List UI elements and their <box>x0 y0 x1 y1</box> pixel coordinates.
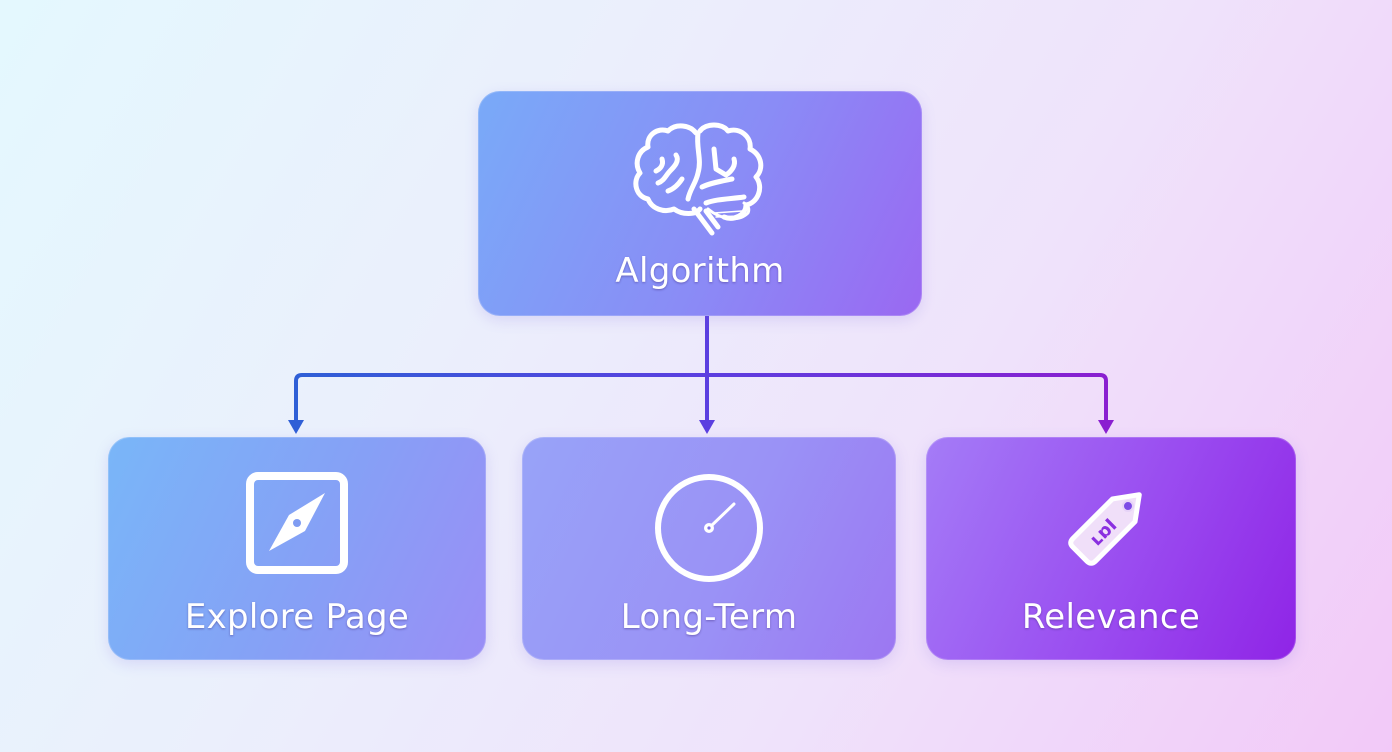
horizontal-bus <box>294 373 1108 422</box>
compass-icon <box>245 471 349 575</box>
gauge-icon <box>652 471 766 585</box>
node-relevance: ʟɒI Relevance <box>926 437 1296 660</box>
node-label: Long-Term <box>620 597 798 637</box>
arrow-head-right <box>1098 420 1114 434</box>
node-label: Algorithm <box>615 251 785 291</box>
node-algorithm: Algorithm <box>478 91 922 316</box>
node-long-term: Long-Term <box>522 437 896 660</box>
node-label: Relevance <box>1021 597 1201 637</box>
arrow-head-center <box>699 420 715 434</box>
node-label: Explore Page <box>184 597 410 637</box>
arrow-head-left <box>288 420 304 434</box>
tag-icon: ʟɒI <box>1059 471 1163 575</box>
node-explore-page: Explore Page <box>108 437 486 660</box>
brain-icon <box>630 119 770 243</box>
